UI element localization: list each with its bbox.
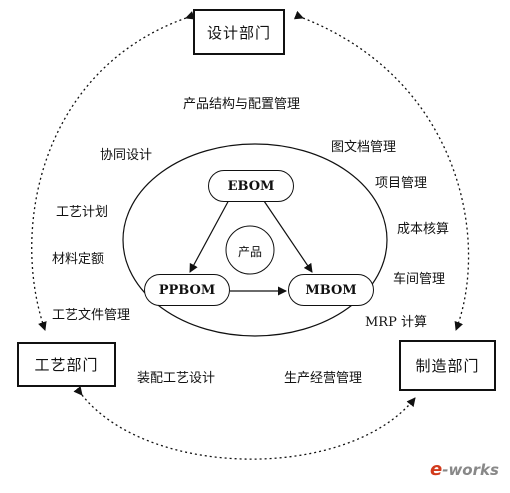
label-cost-accounting: 成本核算 (397, 222, 450, 237)
design-dept-label: 设计部门 (206, 23, 271, 42)
arrow-ebom-to-mbom (261, 197, 313, 273)
inner-ellipse (122, 143, 388, 337)
label-project-mgmt: 项目管理 (375, 176, 428, 191)
arrow-ebom-to-ppbom (189, 197, 231, 273)
label-collab-design: 协同设计 (100, 148, 153, 163)
label-process-plan: 工艺计划 (56, 205, 109, 220)
mbom-label: MBOM (305, 282, 357, 298)
product-circle (225, 225, 275, 275)
process-dept-label: 工艺部门 (34, 356, 99, 374)
manufacture-dept-label: 制造部门 (415, 357, 480, 375)
label-mrp: MRP 计算 (365, 315, 427, 330)
arc-process-to-manufacture (73, 385, 416, 460)
process-dept-box: 工艺部门 (17, 342, 116, 387)
label-production-mgmt: 生产经营管理 (284, 371, 363, 386)
eworks-logo: e-works (430, 459, 499, 480)
ppbom-node: PPBOM (144, 274, 230, 306)
ebom-node: EBOM (208, 170, 294, 202)
ppbom-label: PPBOM (158, 282, 216, 298)
mbom-node: MBOM (288, 274, 374, 306)
design-dept-box: 设计部门 (193, 9, 285, 55)
ebom-label: EBOM (227, 178, 275, 194)
label-process-file-mgmt: 工艺文件管理 (52, 308, 131, 323)
label-product-structure: 产品结构与配置管理 (183, 97, 301, 112)
manufacture-dept-box: 制造部门 (399, 340, 496, 391)
label-material-quota: 材料定额 (52, 252, 105, 267)
product-label: 产品 (238, 245, 263, 259)
label-workshop-mgmt: 车间管理 (393, 272, 446, 287)
label-drawing-docs: 图文档管理 (331, 140, 397, 155)
label-assembly-design: 装配工艺设计 (137, 371, 216, 386)
